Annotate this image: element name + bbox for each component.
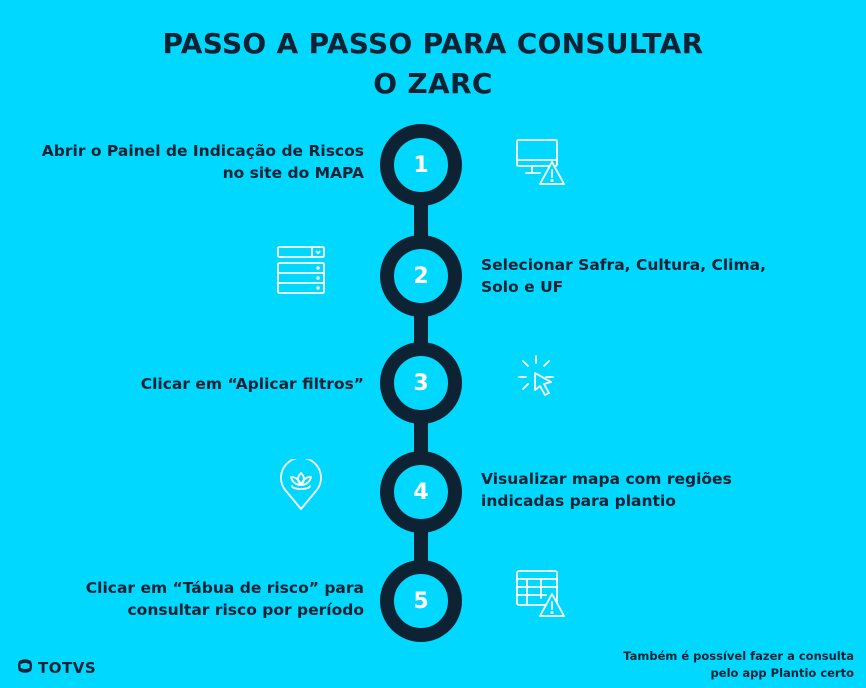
page-title: PASSO A PASSO PARA CONSULTAR O ZARC	[0, 24, 866, 104]
step-number: 3	[413, 370, 429, 396]
footnote-line-1: Também é possível fazer a consulta	[623, 649, 854, 663]
step-3-circle: 3	[380, 342, 462, 424]
step-1-text: Abrir o Painel de Indicação de Riscos no…	[42, 140, 364, 184]
timeline-connector	[414, 528, 428, 568]
step-1-circle: 1	[380, 124, 462, 206]
cursor-click-icon	[515, 352, 567, 404]
step-text-line: no site do MAPA	[222, 164, 364, 182]
filter-form-icon	[275, 244, 327, 296]
timeline-connector	[414, 420, 428, 460]
step-2-text: Selecionar Safra, Cultura, Clima, Solo e…	[481, 254, 766, 298]
step-3-text: Clicar em “Aplicar filtros”	[141, 373, 364, 395]
step-text-line: Solo e UF	[481, 278, 564, 296]
step-text-line: consultar risco por período	[127, 601, 364, 619]
totvs-logo-icon	[16, 657, 34, 679]
step-text-line: indicadas para plantio	[481, 492, 676, 510]
step-text-line: Clicar em “Aplicar filtros”	[140, 375, 364, 393]
step-number: 2	[413, 263, 429, 289]
step-text-line: Abrir o Painel de Indicação de Riscos	[41, 142, 364, 160]
step-2-circle: 2	[380, 235, 462, 317]
totvs-logo-text: TOTVS	[38, 659, 97, 677]
totvs-logo: TOTVS	[16, 657, 96, 679]
table-warning-icon	[514, 568, 568, 620]
step-4-text: Visualizar mapa com regiões indicadas pa…	[481, 468, 732, 512]
step-5-text: Clicar em “Tábua de risco” para consulta…	[86, 577, 364, 621]
footnote-line-2: pelo app Plantio certo	[710, 666, 854, 680]
step-text-line: Clicar em “Tábua de risco” para	[85, 579, 364, 597]
timeline-connector	[414, 204, 428, 244]
step-5-circle: 5	[380, 560, 462, 642]
monitor-warning-icon	[514, 136, 568, 188]
step-4-circle: 4	[380, 451, 462, 533]
step-text-line: Visualizar mapa com regiões	[481, 470, 732, 488]
plant-location-pin-icon	[276, 459, 326, 513]
title-line-1: PASSO A PASSO PARA CONSULTAR	[162, 27, 704, 60]
footnote: Também é possível fazer a consulta pelo …	[623, 648, 854, 682]
step-number: 1	[413, 152, 429, 178]
step-number: 5	[413, 588, 429, 614]
step-text-line: Selecionar Safra, Cultura, Clima,	[481, 256, 766, 274]
title-line-2: O ZARC	[373, 67, 493, 100]
step-number: 4	[413, 479, 429, 505]
